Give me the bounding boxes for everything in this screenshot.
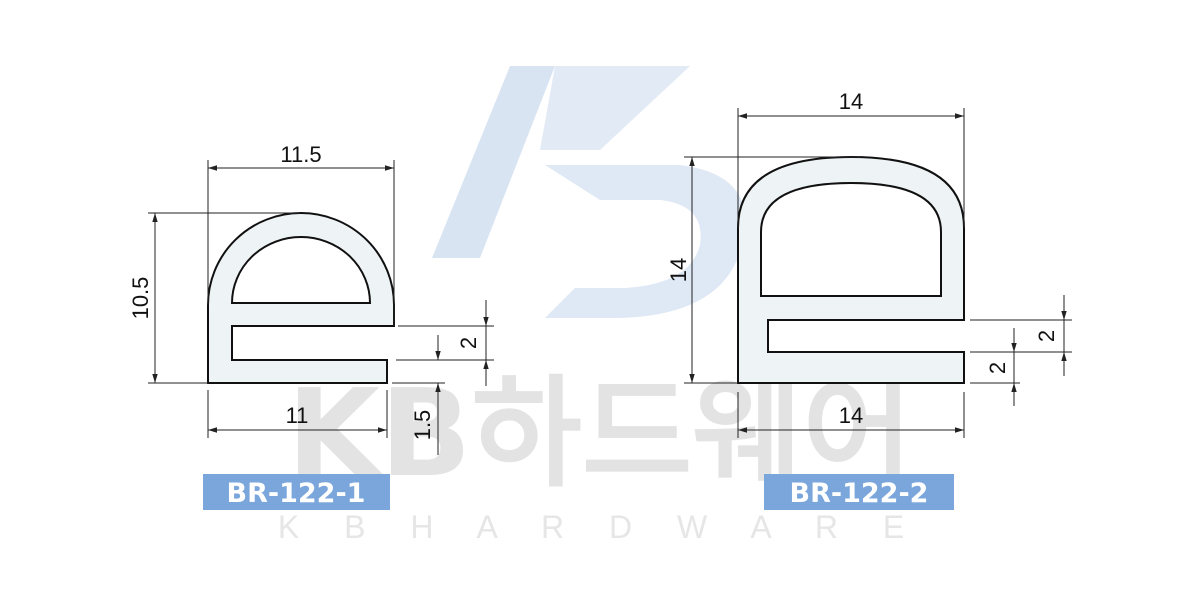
dim-height-1: 10.5 [128, 277, 153, 320]
seal-profile-hollow-2 [760, 181, 942, 297]
dim-height-2: 14 [666, 258, 691, 282]
seal-profile-hollow-1 [230, 236, 372, 304]
profile-br-122-1: 11.5 10.5 11 2 1.5 [128, 142, 494, 455]
dim-lip-thickness-2: 2 [985, 362, 1010, 374]
dim-lip-thickness-1: 1.5 [410, 410, 435, 441]
dim-top-width-2: 14 [839, 89, 863, 114]
profile-br-122-2: 14 14 14 2 2 [666, 89, 1072, 438]
watermark-subtitle: K B H A R D W A R E [278, 509, 922, 545]
model-label-text-1: BR-122-1 [227, 478, 366, 509]
dim-bottom-width-2: 14 [839, 403, 863, 428]
dim-lip-gap-1: 2 [456, 337, 481, 349]
dim-lip-gap-2: 2 [1034, 330, 1059, 342]
dim-bottom-width-1: 11 [286, 403, 309, 428]
dim-top-width-1: 11.5 [280, 142, 321, 167]
kb-logo-watermark [432, 66, 746, 318]
model-label-2: BR-122-2 [764, 474, 954, 510]
model-label-text-2: BR-122-2 [790, 478, 929, 509]
model-label-1: BR-122-1 [203, 474, 390, 510]
